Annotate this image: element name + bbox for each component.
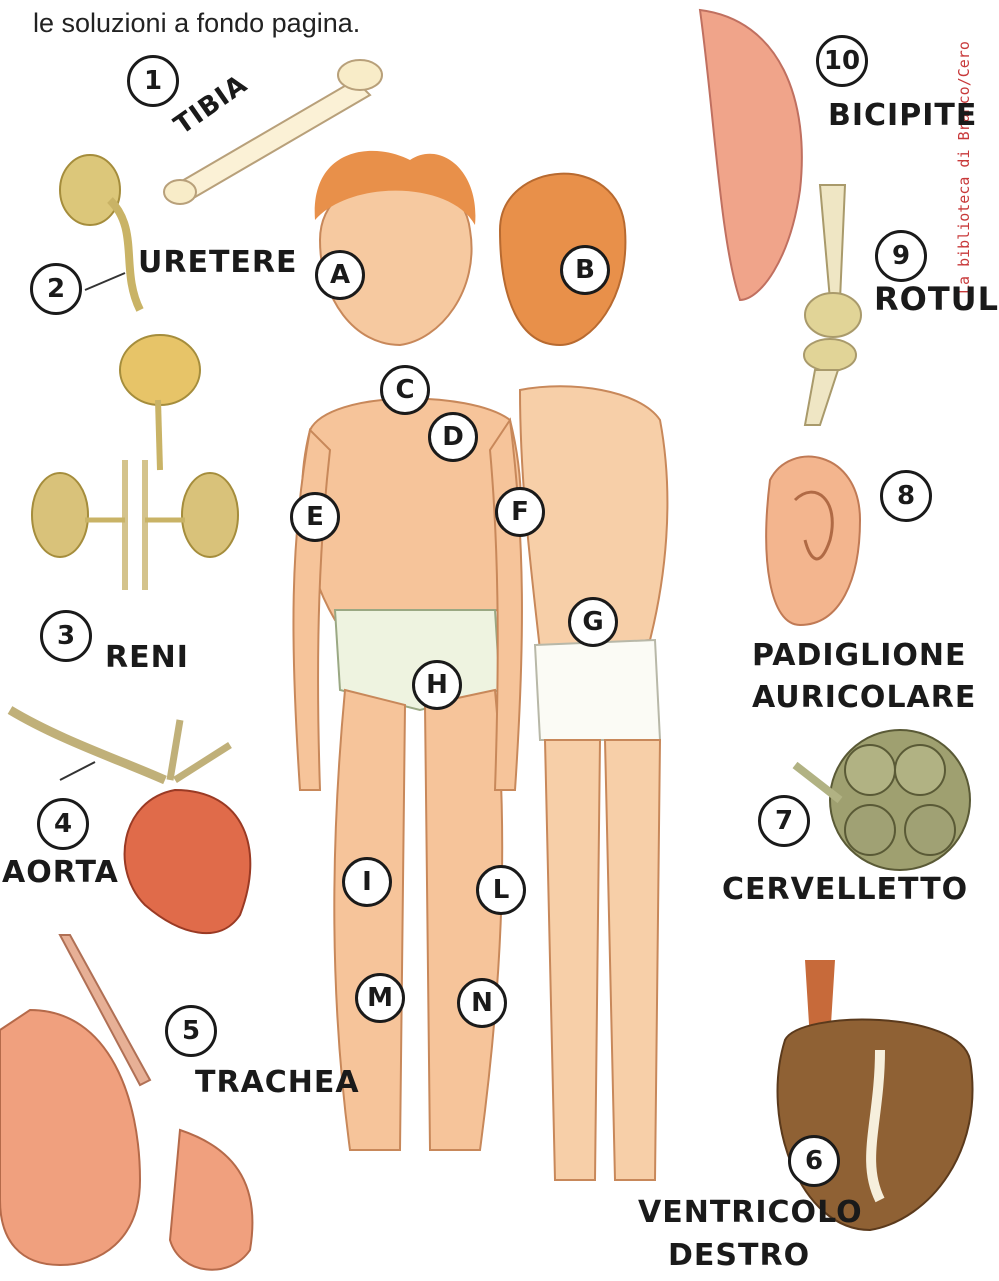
letter-marker-f: F (495, 487, 545, 537)
number-marker-7: 7 (758, 795, 810, 847)
label-padiglione-line1: PADIGLIONE (752, 638, 967, 673)
number-marker-3: 3 (40, 610, 92, 662)
number-marker-5: 5 (165, 1005, 217, 1057)
label-trachea: TRACHEA (195, 1065, 360, 1100)
letter-marker-g: G (568, 597, 618, 647)
boy-back-illustration (500, 174, 667, 1180)
letter-marker-i: I (342, 857, 392, 907)
trachea-illustration (0, 935, 252, 1270)
number-marker-10: 10 (816, 35, 868, 87)
kidneys-illustration (32, 460, 238, 590)
letter-marker-h: H (412, 660, 462, 710)
heart-section-illustration (778, 960, 973, 1230)
label-ventricolo-line1: VENTRICOLO (638, 1195, 863, 1230)
ear-illustration (766, 457, 860, 625)
number-marker-9: 9 (875, 230, 927, 282)
number-marker-4: 4 (37, 798, 89, 850)
letter-marker-d: D (428, 412, 478, 462)
number-marker-8: 8 (880, 470, 932, 522)
letter-marker-m: M (355, 973, 405, 1023)
letter-marker-n: N (457, 978, 507, 1028)
label-cervelletto: CERVELLETTO (722, 872, 968, 907)
cerebellum-illustration (795, 730, 970, 870)
number-marker-1: 1 (127, 55, 179, 107)
label-uretere: URETERE (138, 245, 298, 280)
letter-marker-l: L (476, 865, 526, 915)
label-reni: RENI (105, 640, 189, 675)
biceps-illustration (700, 10, 802, 300)
letter-marker-a: A (315, 250, 365, 300)
label-rotula: ROTULA (874, 280, 999, 318)
label-padiglione-line2: AURICOLARE (752, 680, 976, 715)
label-bicipite: BICIPITE (828, 98, 977, 133)
letter-marker-e: E (290, 492, 340, 542)
knee-illustration (804, 185, 861, 425)
number-marker-6: 6 (788, 1135, 840, 1187)
label-ventricolo-line2: DESTRO (668, 1238, 810, 1273)
letter-marker-b: B (560, 245, 610, 295)
label-aorta: AORTA (2, 855, 119, 890)
number-marker-2: 2 (30, 263, 82, 315)
letter-marker-c: C (380, 365, 430, 415)
